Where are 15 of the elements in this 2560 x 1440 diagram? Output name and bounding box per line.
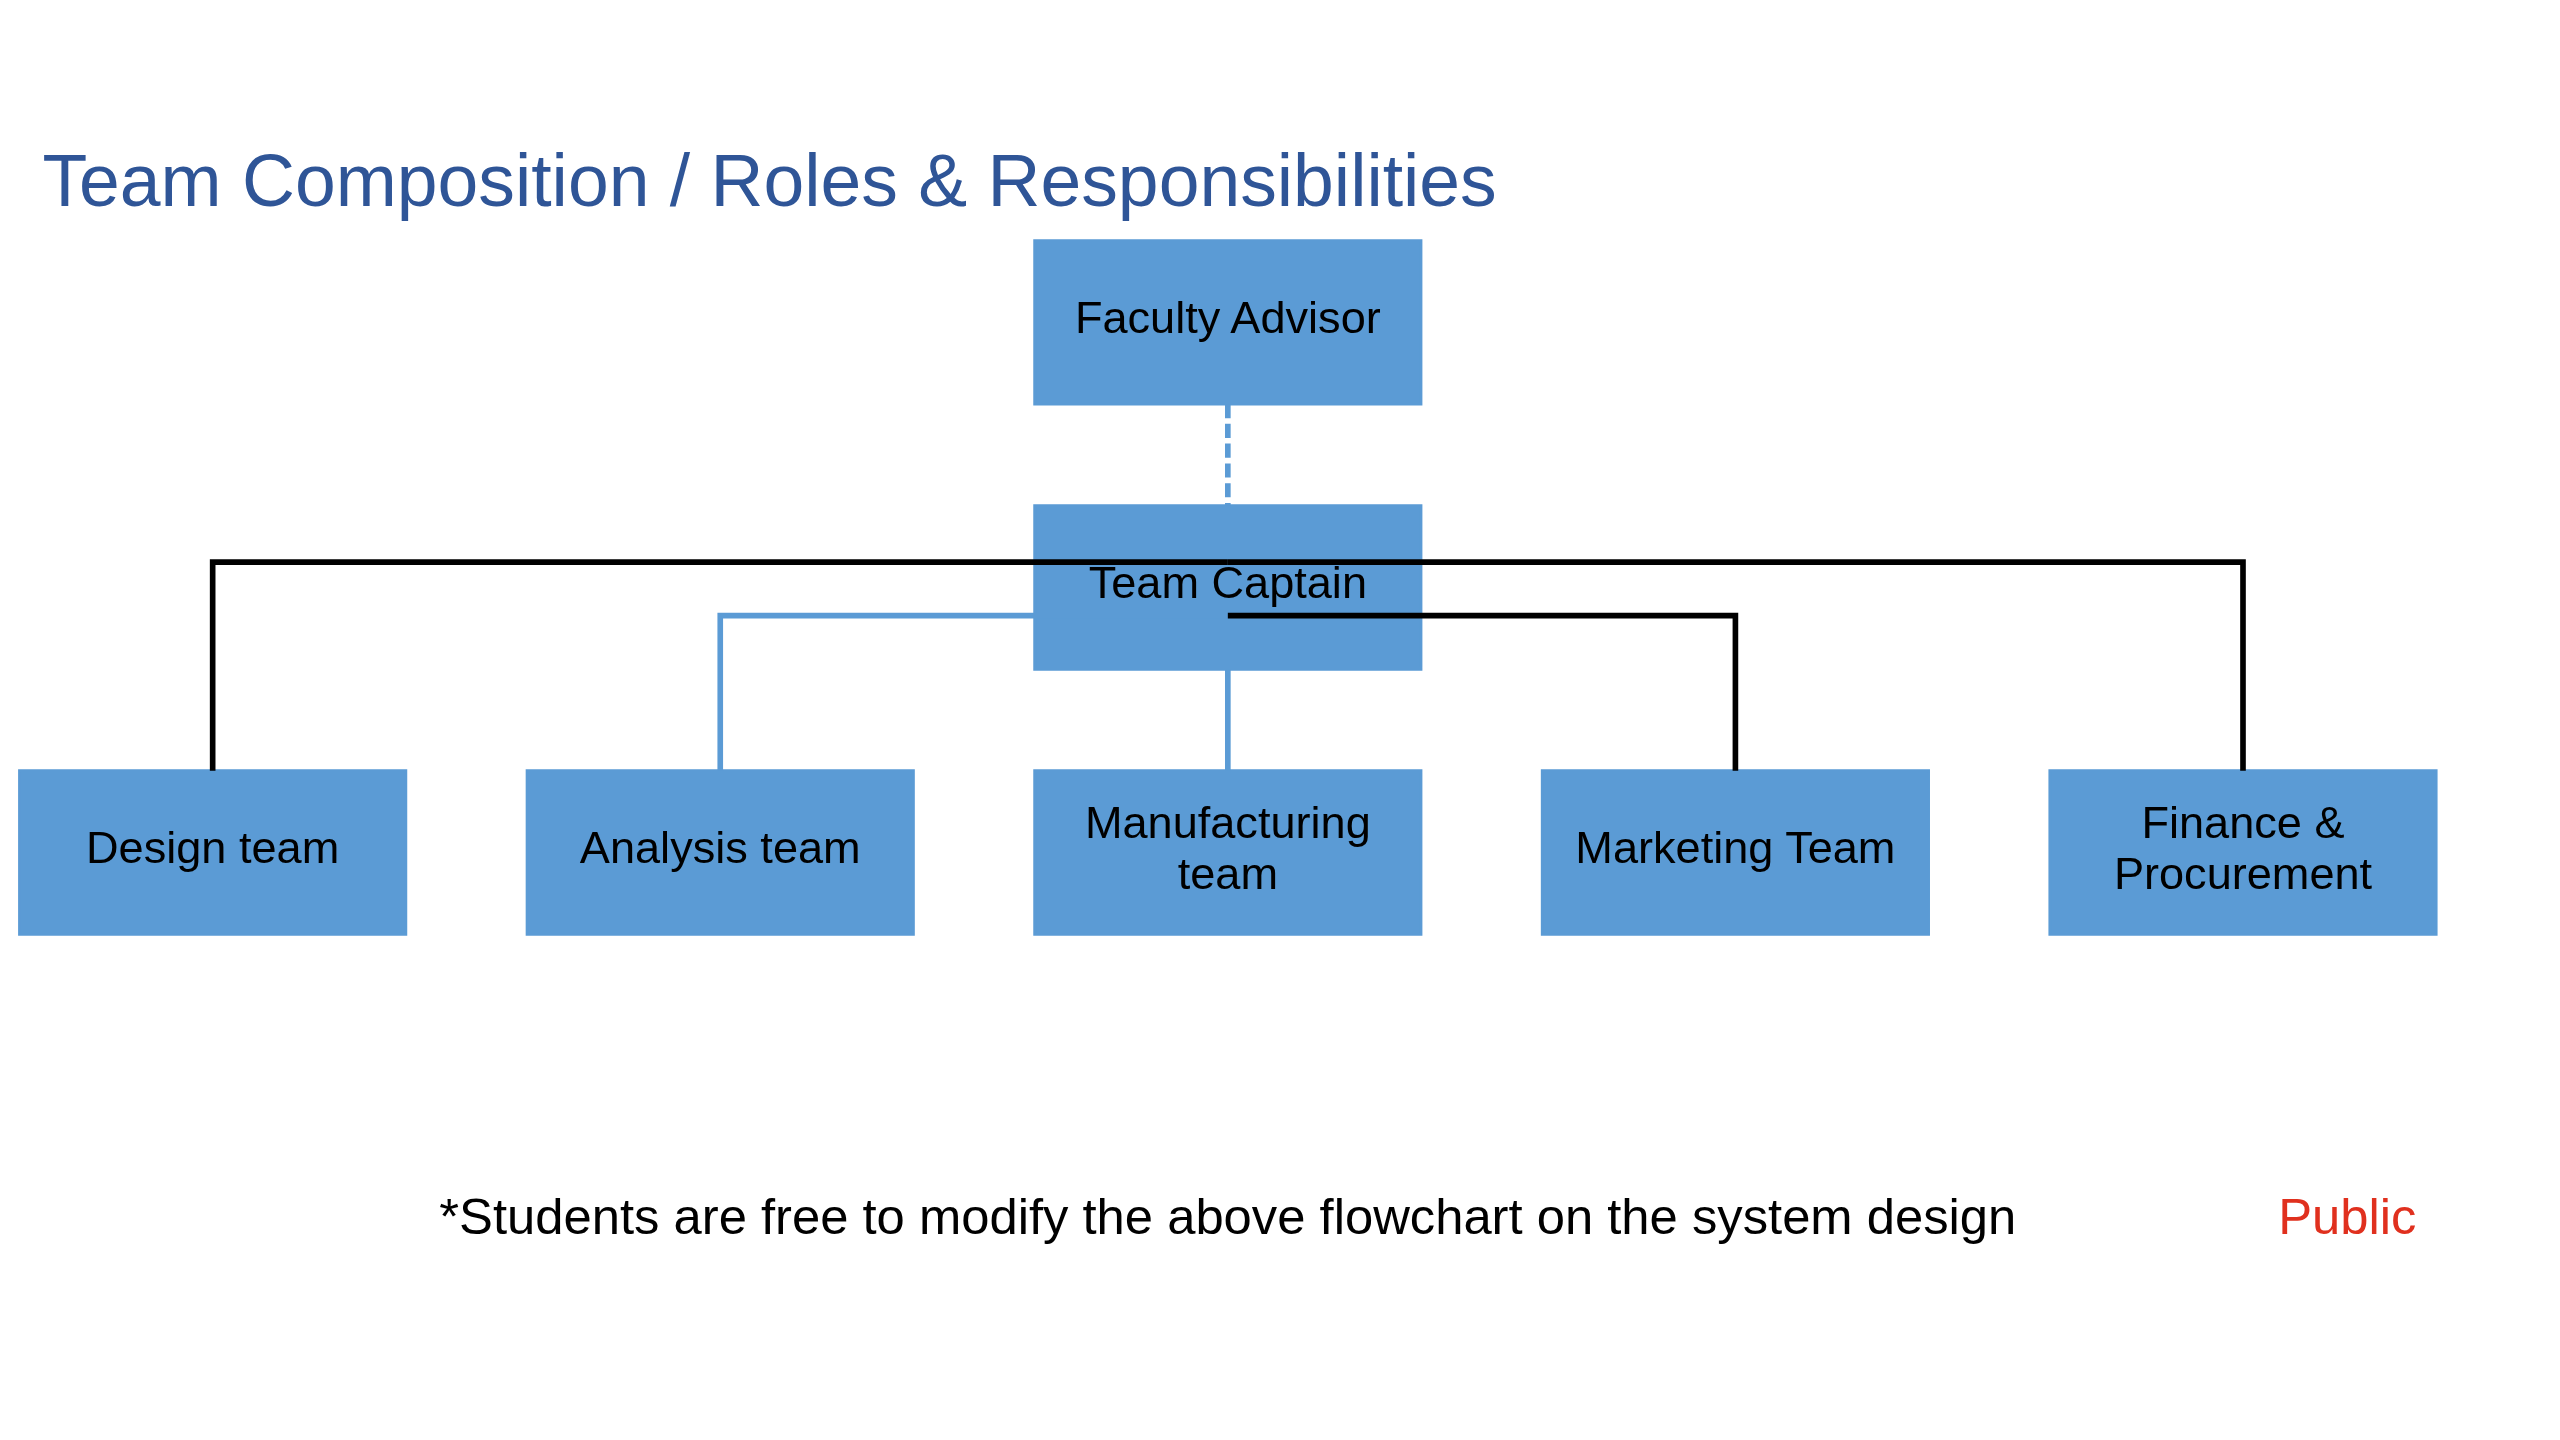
label: Public <box>2278 1188 2417 1246</box>
diagram-title: Team Composition / Roles & Responsibilities <box>42 140 1497 223</box>
node-box: Marketing Team <box>1540 769 1930 936</box>
node-box: Analysis team <box>525 769 915 936</box>
connector <box>1225 404 1231 506</box>
connector <box>1227 612 1739 771</box>
node-box: Design team <box>18 769 408 936</box>
connector <box>209 559 1228 771</box>
label: *Students are free to modify the above flowchart on the system design <box>439 1188 2017 1246</box>
node-box: Manufacturing team <box>1033 769 1423 936</box>
connector <box>1227 559 2246 771</box>
node-box: Faculty Advisor <box>1033 239 1423 406</box>
node-box: Team Captain <box>1033 504 1423 671</box>
node-box: Finance & Procurement <box>2048 769 2438 936</box>
connector <box>1225 669 1231 771</box>
